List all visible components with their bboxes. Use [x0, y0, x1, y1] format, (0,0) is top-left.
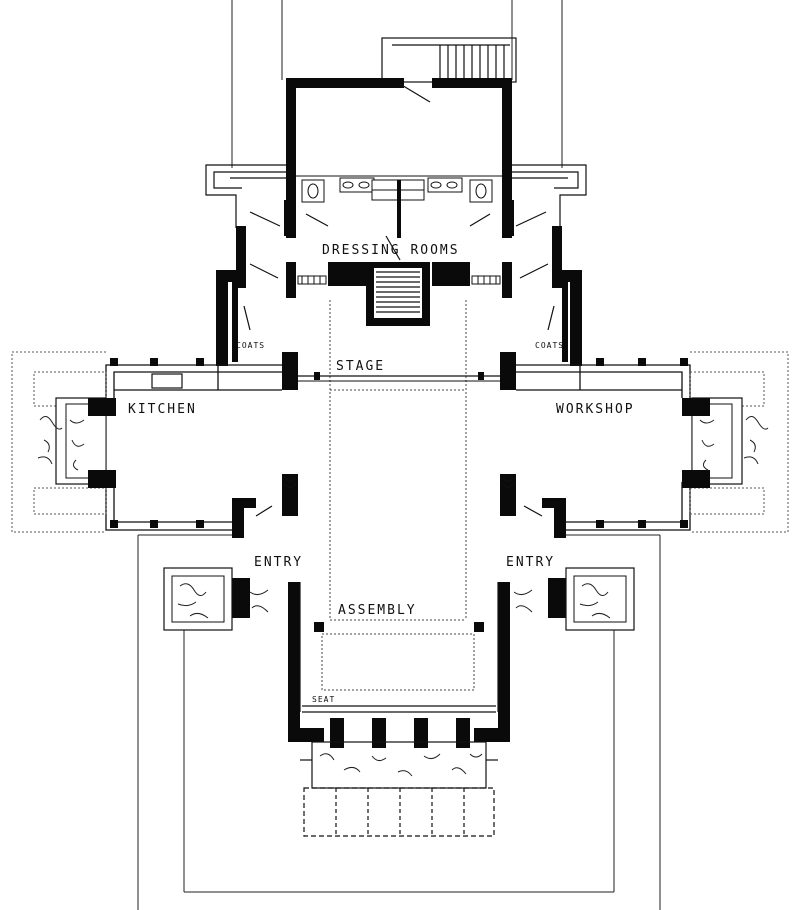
kitchen-end-planter	[37, 397, 116, 488]
central-stair	[366, 262, 430, 326]
dressing-benches	[297, 275, 501, 285]
inner-cross-walls	[232, 474, 566, 538]
front-terrace	[300, 741, 498, 837]
label-seat: SEAT	[312, 695, 335, 704]
dressing-door-swings	[249, 211, 547, 261]
entry-door-swings	[255, 505, 543, 517]
stage-front	[282, 352, 516, 390]
entry-left-planter	[163, 567, 269, 631]
label-stage: STAGE	[336, 359, 385, 374]
stepped-outlines	[205, 164, 587, 228]
kitchen-counter	[151, 373, 183, 389]
label-entry-left: ENTRY	[254, 555, 303, 570]
label-kitchen: KITCHEN	[128, 402, 197, 417]
cross-arm-pier-blocks	[110, 358, 688, 528]
label-coats-right: COATS	[535, 341, 564, 350]
dressing-partitions	[284, 180, 514, 238]
label-entry-right: ENTRY	[506, 555, 555, 570]
entry-right-planter	[513, 567, 635, 631]
radiators	[283, 477, 515, 489]
label-dressing-rooms: DRESSING ROOMS	[322, 243, 460, 258]
coat-door-swings	[243, 263, 555, 331]
label-workshop: WORKSHOP	[556, 402, 635, 417]
label-coats-left: COATS	[236, 341, 265, 350]
plan-labels: DRESSING ROOMS STAGE KITCHEN WORKSHOP CO…	[128, 243, 635, 704]
workshop-end-planter	[682, 397, 769, 488]
assembly-walls	[232, 578, 566, 748]
assembly-inner-lines	[299, 582, 499, 713]
rear-stair	[381, 37, 517, 83]
upper-room-walls	[286, 78, 512, 238]
dressing-wing-walls	[216, 226, 582, 366]
label-assembly: ASSEMBLY	[338, 603, 417, 618]
site-lines	[137, 0, 661, 910]
dotted-center-lines	[321, 300, 475, 691]
dressing-fixtures	[296, 175, 502, 203]
door-swing	[399, 83, 431, 103]
